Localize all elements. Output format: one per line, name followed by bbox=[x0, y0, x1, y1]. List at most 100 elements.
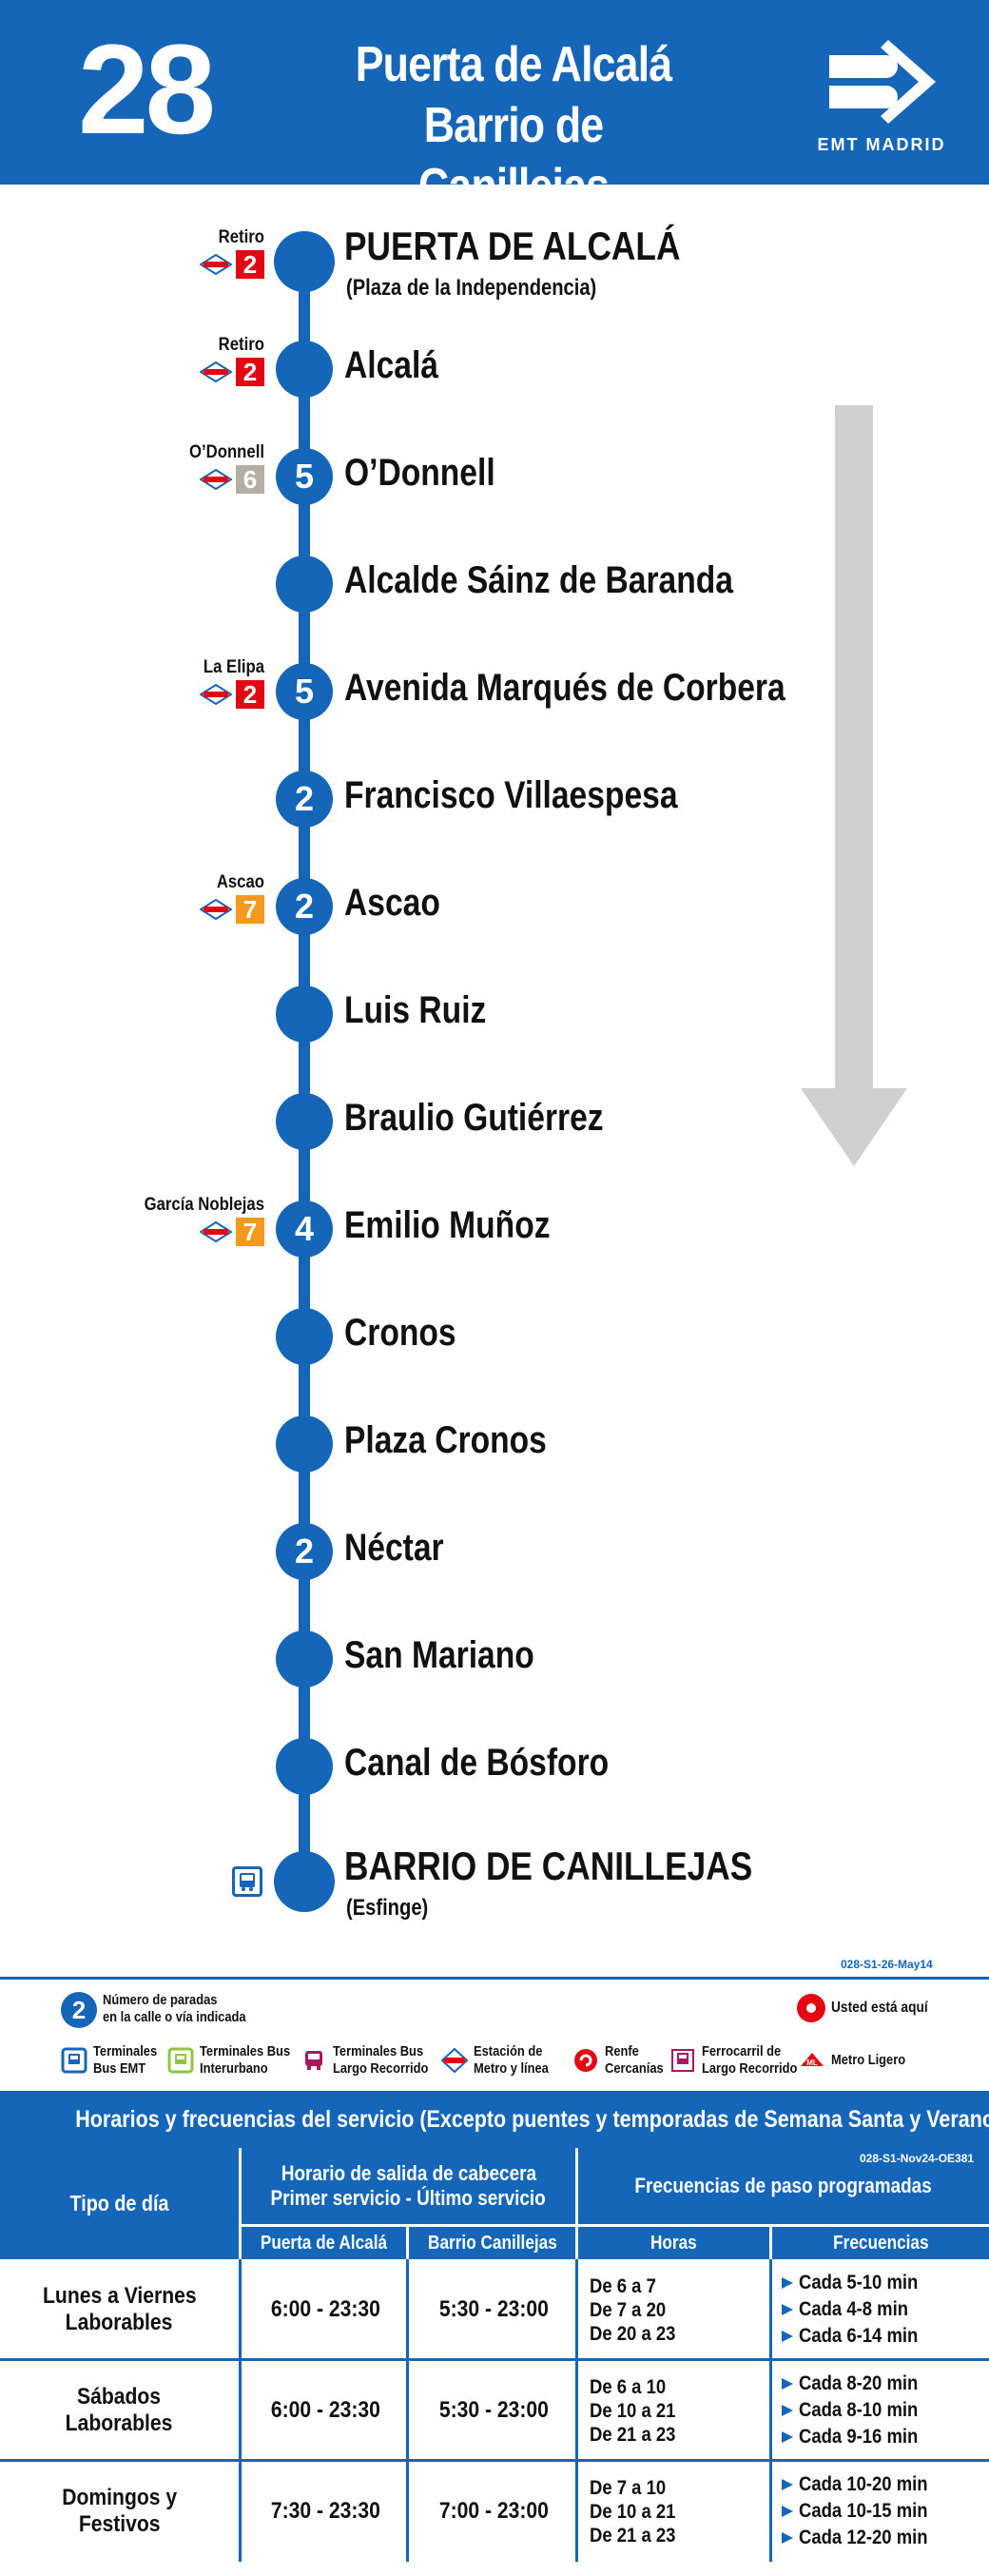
stop-name: Plaza Cronos bbox=[344, 1419, 547, 1461]
hour-range-text: De 10 a 21 bbox=[590, 2399, 676, 2422]
stop-row: San Mariano bbox=[0, 1630, 989, 1688]
legend-label-line: Estación de bbox=[474, 2043, 543, 2059]
stop-count-badge: 2 bbox=[276, 1523, 333, 1580]
route-origin: Puerta de Alcalá bbox=[355, 37, 672, 92]
metro-station-name: La Elipa bbox=[203, 657, 264, 677]
first-last-to-cell: 7:00 - 23:00 bbox=[409, 2461, 578, 2562]
legend-label: Metro Ligero bbox=[831, 2052, 905, 2069]
metro-connection: La Elipa 2 bbox=[112, 657, 264, 710]
day-type-text: Laborables bbox=[66, 2410, 173, 2436]
frequency-row: Cada 6-14 min bbox=[782, 2323, 934, 2350]
column-divider bbox=[239, 2259, 242, 2562]
stop-name: Braulio Gutiérrez bbox=[344, 1097, 604, 1139]
legend-label-line: Metro y línea bbox=[474, 2060, 549, 2077]
metro-line-badge: 7 bbox=[236, 895, 264, 924]
metro-line-badge: 6 bbox=[236, 465, 264, 494]
day-type-text: Laborables bbox=[66, 2310, 173, 2335]
schedule-title: Horarios y frecuencias del servicio (Exc… bbox=[0, 2091, 989, 2148]
legend-label-line: Metro Ligero bbox=[831, 2052, 906, 2068]
stop-row: Luis Ruiz bbox=[0, 986, 989, 1043]
metro-connection: Ascao 7 bbox=[112, 872, 264, 925]
metro-icon bbox=[200, 254, 232, 275]
stop-count-badge: 2 bbox=[276, 878, 333, 935]
stop-name: Ascao bbox=[344, 882, 440, 924]
metro-icons: 6 bbox=[200, 465, 264, 494]
stop-marker-icon bbox=[276, 1308, 333, 1365]
stop-row: PUERTA DE ALCALÁ(Plaza de la Independenc… bbox=[0, 224, 989, 301]
stop-marker-icon bbox=[274, 231, 335, 292]
stop-marker-icon bbox=[276, 986, 333, 1043]
col-day-type-header-text: Tipo de día bbox=[69, 2191, 169, 2215]
stop-row: Cronos bbox=[0, 1308, 989, 1365]
service-hours-text: 5:30 - 23:00 bbox=[438, 2397, 549, 2423]
metro-station-name: O’Donnell bbox=[189, 442, 264, 462]
stop-count-text-1: Número de paradas bbox=[103, 1992, 218, 2008]
stop-name: Néctar bbox=[344, 1527, 444, 1569]
legend-label-line: Renfe bbox=[605, 2043, 639, 2059]
stop-name: Alcalde Sáinz de Baranda bbox=[344, 559, 733, 601]
metro-icons: 7 bbox=[200, 1218, 264, 1246]
col-frequency-header: Frecuencias de paso programadas bbox=[578, 2148, 989, 2224]
metro-line-badge: 2 bbox=[236, 680, 264, 709]
emt-logo-icon bbox=[829, 40, 936, 124]
frequency-text: Cada 12-20 min bbox=[799, 2527, 928, 2548]
hour-range-text: De 21 a 23 bbox=[590, 2524, 676, 2547]
metro-icon bbox=[440, 2047, 469, 2074]
stop-count-badge: 2 bbox=[61, 1992, 97, 2028]
stop-row: Canal de Bósforo bbox=[0, 1738, 989, 1795]
frequency-row: Cada 5-10 min bbox=[782, 2270, 934, 2296]
frequency-text: Cada 10-15 min bbox=[799, 2500, 928, 2522]
metro-station-name: García Noblejas bbox=[144, 1195, 264, 1215]
legend-label-line: Terminales Bus bbox=[333, 2043, 424, 2059]
stop-row: Braulio Gutiérrez bbox=[0, 1093, 989, 1150]
arrow-right-icon bbox=[782, 2479, 793, 2490]
metro-station-name: Ascao bbox=[216, 872, 264, 892]
legend-label-line: Bus EMT bbox=[93, 2060, 146, 2077]
hour-range-text: De 7 a 20 bbox=[590, 2298, 667, 2321]
day-type-text: Festivos bbox=[78, 2511, 161, 2537]
you-are-here-icon bbox=[797, 1994, 825, 2022]
stop-name: Alcalá bbox=[344, 344, 439, 386]
arrow-right-icon bbox=[782, 2378, 793, 2390]
first-last-from-cell: 6:00 - 23:30 bbox=[242, 2259, 409, 2360]
frequency-row: Cada 10-20 min bbox=[782, 2471, 945, 2498]
service-hours-text: 6:00 - 23:30 bbox=[270, 2397, 380, 2423]
stop-subtitle: (Esfinge) bbox=[346, 1895, 429, 1921]
renfe-icon bbox=[572, 2047, 599, 2074]
stop-name: O’Donnell bbox=[344, 452, 495, 494]
stop-count-badge: 2 bbox=[276, 771, 333, 828]
metro-station-name: Retiro bbox=[218, 227, 264, 247]
service-hours-text: 7:30 - 23:30 bbox=[270, 2498, 380, 2524]
legend-label-line: Interurbano bbox=[200, 2060, 268, 2077]
col-hours-header: Horas bbox=[578, 2227, 769, 2259]
frequency-text: Cada 6-14 min bbox=[799, 2325, 919, 2347]
frequency-row: Cada 8-20 min bbox=[782, 2371, 934, 2397]
stop-name: Luis Ruiz bbox=[344, 989, 487, 1031]
stop-name: PUERTA DE ALCALÁ bbox=[344, 224, 681, 268]
frequency-text: Cada 5-10 min bbox=[799, 2272, 919, 2293]
stop-marker-icon bbox=[276, 1630, 333, 1688]
day-type-text: Lunes a Viernes bbox=[42, 2283, 197, 2309]
metro-icon bbox=[200, 684, 232, 705]
metro-line-badge: 2 bbox=[236, 250, 264, 279]
col-freqs-header: Frecuencias bbox=[772, 2227, 989, 2259]
you-are-here-text: Usted está aquí bbox=[831, 2000, 928, 2016]
frequency-text: Cada 8-10 min bbox=[799, 2399, 919, 2421]
metro-connection: Retiro 2 bbox=[112, 227, 264, 280]
stop-name: Avenida Marqués de Corbera bbox=[344, 667, 785, 709]
stop-marker-icon bbox=[276, 341, 333, 398]
legend-divider bbox=[0, 1977, 989, 1980]
stop-name: Francisco Villaespesa bbox=[344, 774, 678, 816]
metro-icons: 2 bbox=[200, 250, 264, 279]
emt-logo: EMT MADRID bbox=[810, 36, 953, 160]
